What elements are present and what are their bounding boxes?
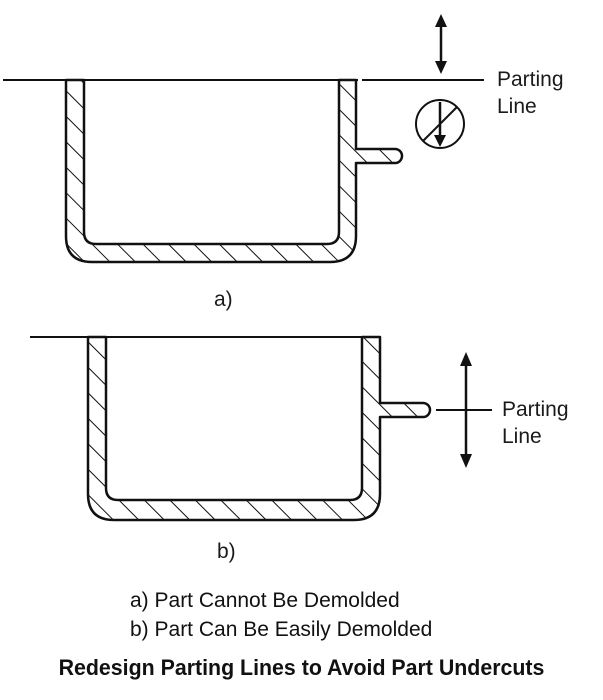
caption-b: b) xyxy=(217,540,236,563)
part-wall-b xyxy=(86,335,432,522)
prohibited-icon xyxy=(415,99,465,149)
diagram-b xyxy=(30,335,492,522)
parting-label-a-line1: Parting xyxy=(497,68,564,91)
parting-label-b-line1: Parting xyxy=(502,398,569,421)
arrow-up-head-a xyxy=(435,14,447,27)
diagram-a xyxy=(3,14,484,264)
arrow-up-head-b xyxy=(460,352,472,366)
parting-label-a: Parting Line xyxy=(497,66,564,120)
note-a: a) Part Cannot Be Demolded xyxy=(130,589,400,612)
arrow-down-head-a xyxy=(435,61,447,74)
caption-a: a) xyxy=(214,288,233,311)
part-wall-a xyxy=(64,78,404,264)
arrow-down-head-b xyxy=(460,454,472,468)
parting-label-a-line2: Line xyxy=(497,95,537,118)
note-b: b) Part Can Be Easily Demolded xyxy=(130,618,433,641)
figure-title: Redesign Parting Lines to Avoid Part Und… xyxy=(58,655,545,680)
notes-list: a) Part Cannot Be Demolded b) Part Can B… xyxy=(130,586,432,644)
parting-label-b-line2: Line xyxy=(502,425,542,448)
parting-label-b: Parting Line xyxy=(502,396,569,450)
